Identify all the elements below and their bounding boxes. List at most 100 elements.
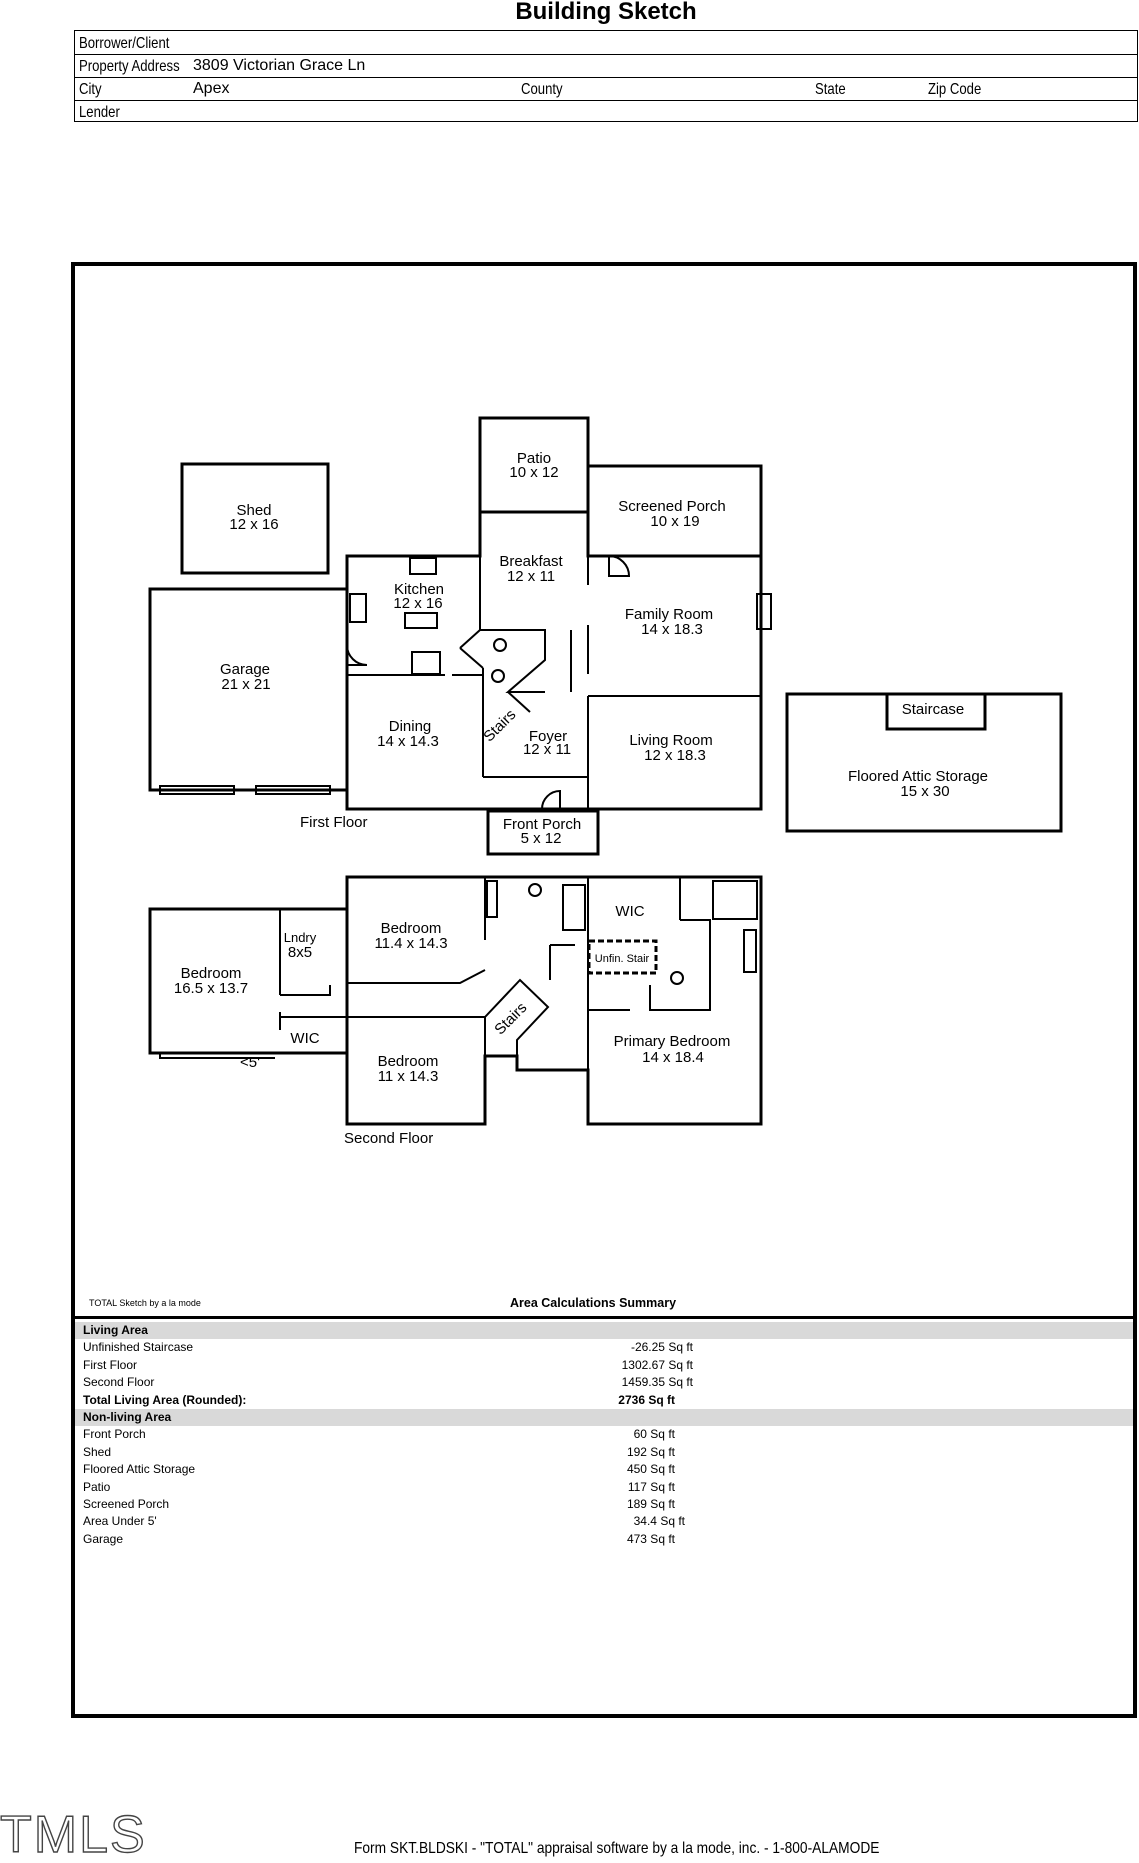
room-name: Foyer bbox=[529, 728, 567, 745]
room-name: Bedroom bbox=[378, 1053, 439, 1070]
room-dims: 14 x 18.3 bbox=[641, 621, 703, 638]
unfin-stair-outline bbox=[587, 939, 658, 975]
city-value: Apex bbox=[193, 80, 230, 97]
county-label: County bbox=[521, 81, 563, 98]
svg-text:TMLS: TMLS bbox=[0, 1808, 147, 1858]
staircase-outline bbox=[885, 692, 987, 731]
borrower-label: Borrower/Client bbox=[79, 35, 170, 52]
first-floor-label: First Floor bbox=[300, 814, 368, 831]
room-name: WIC bbox=[615, 903, 644, 920]
tub bbox=[562, 884, 586, 931]
room-dims: 21 x 21 bbox=[221, 676, 270, 693]
room-name: Lndry bbox=[284, 930, 317, 945]
room-dims: 11 x 14.3 bbox=[378, 1068, 439, 1085]
room-name: Unfin. Stair bbox=[595, 953, 650, 965]
stairs-wall bbox=[459, 647, 484, 669]
stove bbox=[349, 593, 367, 623]
stairs-wall bbox=[507, 691, 531, 713]
toilet bbox=[528, 883, 542, 897]
toilet bbox=[491, 669, 505, 683]
room-name: Floored Attic Storage bbox=[848, 768, 988, 785]
stairs-wall bbox=[459, 629, 546, 693]
room-name: <5' bbox=[240, 1054, 260, 1071]
toilet bbox=[670, 971, 684, 985]
room-name: Front Porch bbox=[503, 816, 581, 833]
table-row: Unfinished Staircase-26.25 Sq ft bbox=[83, 1340, 693, 1355]
room-dims: 12 x 18.3 bbox=[644, 747, 706, 764]
room-dims: 12 x 16 bbox=[393, 595, 442, 612]
page-title: Building Sketch bbox=[515, 0, 697, 25]
room-dims: 8x5 bbox=[288, 944, 312, 961]
lender-row: Lender bbox=[75, 100, 1137, 123]
room-dims: 12 x 11 bbox=[523, 741, 571, 758]
vanity bbox=[486, 880, 498, 918]
table-row: Area Under 5'34.4 Sq ft bbox=[83, 1514, 685, 1529]
room-dims: 11.4 x 14.3 bbox=[374, 935, 447, 952]
stairs2-wall bbox=[484, 978, 550, 1056]
room-dims: 10 x 12 bbox=[509, 464, 558, 481]
room-dims: 5 x 12 bbox=[521, 830, 562, 847]
vanity bbox=[743, 929, 757, 973]
room-name: Bedroom bbox=[381, 920, 442, 937]
room-name: Breakfast bbox=[499, 553, 563, 570]
nonliving-area-header: Non-living Area bbox=[75, 1408, 1133, 1427]
room-name: Shed bbox=[236, 502, 271, 519]
room-name: Family Room bbox=[625, 606, 713, 623]
garage-door bbox=[159, 785, 235, 795]
living-area-header: Living Area bbox=[75, 1322, 1133, 1340]
room-name: WIC bbox=[290, 1030, 319, 1047]
room-dims: 10 x 19 bbox=[650, 513, 699, 530]
room-name: Living Room bbox=[629, 732, 712, 749]
room-dims: 14 x 14.3 bbox=[377, 733, 439, 750]
room-name: Staircase bbox=[902, 701, 965, 718]
door-arc bbox=[541, 789, 561, 810]
zip-label: Zip Code bbox=[928, 81, 982, 98]
lender-label: Lender bbox=[79, 104, 120, 121]
sketch-frame bbox=[71, 262, 1137, 1718]
form-footer: Form SKT.BLDSKI - "TOTAL" appraisal soft… bbox=[354, 1840, 880, 1857]
door-arc bbox=[346, 644, 368, 666]
room-name: Garage bbox=[220, 661, 270, 678]
wall bbox=[347, 969, 486, 984]
wall bbox=[549, 944, 575, 980]
fireplace bbox=[756, 593, 772, 630]
door-arc bbox=[608, 554, 631, 577]
summary-title: Area Calculations Summary bbox=[510, 1296, 677, 1310]
laundry-walls bbox=[279, 909, 331, 996]
total-living-row: Total Living Area (Rounded):2736 Sq ft bbox=[83, 1392, 675, 1407]
kitchen-sink bbox=[409, 557, 437, 575]
shed-outline bbox=[180, 462, 330, 575]
header-info-box: Borrower/Client Property Address 3809 Vi… bbox=[74, 30, 1138, 122]
tmls-logo: TMLS bbox=[0, 1808, 147, 1858]
under5-line bbox=[159, 1053, 275, 1059]
room-name: Screened Porch bbox=[618, 498, 726, 515]
room-dims: 15 x 30 bbox=[900, 783, 949, 800]
second-floor-label: Second Floor bbox=[344, 1130, 433, 1147]
room-name: Primary Bedroom bbox=[614, 1033, 731, 1050]
corner-tub bbox=[712, 880, 758, 920]
room-name: Patio bbox=[517, 450, 551, 467]
closet-wall bbox=[649, 877, 711, 1011]
second-floor-outline bbox=[345, 875, 763, 1126]
city-row: City Apex County State Zip Code bbox=[75, 77, 1137, 101]
address-row: Property Address 3809 Victorian Grace Ln bbox=[75, 54, 1137, 78]
room-dims: 12 x 11 bbox=[507, 568, 555, 585]
stairs-label: Stairs bbox=[480, 706, 519, 745]
city-label: City bbox=[79, 81, 102, 98]
address-value: 3809 Victorian Grace Ln bbox=[193, 57, 366, 74]
summary-divider bbox=[75, 1316, 1133, 1319]
room-name: Dining bbox=[389, 718, 432, 735]
island bbox=[404, 612, 438, 629]
room-name: Bedroom bbox=[181, 965, 242, 982]
state-label: State bbox=[815, 81, 846, 98]
area-summary-table: Living Area Unfinished Staircase-26.25 S… bbox=[75, 1322, 1133, 1548]
room-dims: 14 x 18.4 bbox=[642, 1049, 704, 1066]
toilet bbox=[493, 638, 507, 652]
